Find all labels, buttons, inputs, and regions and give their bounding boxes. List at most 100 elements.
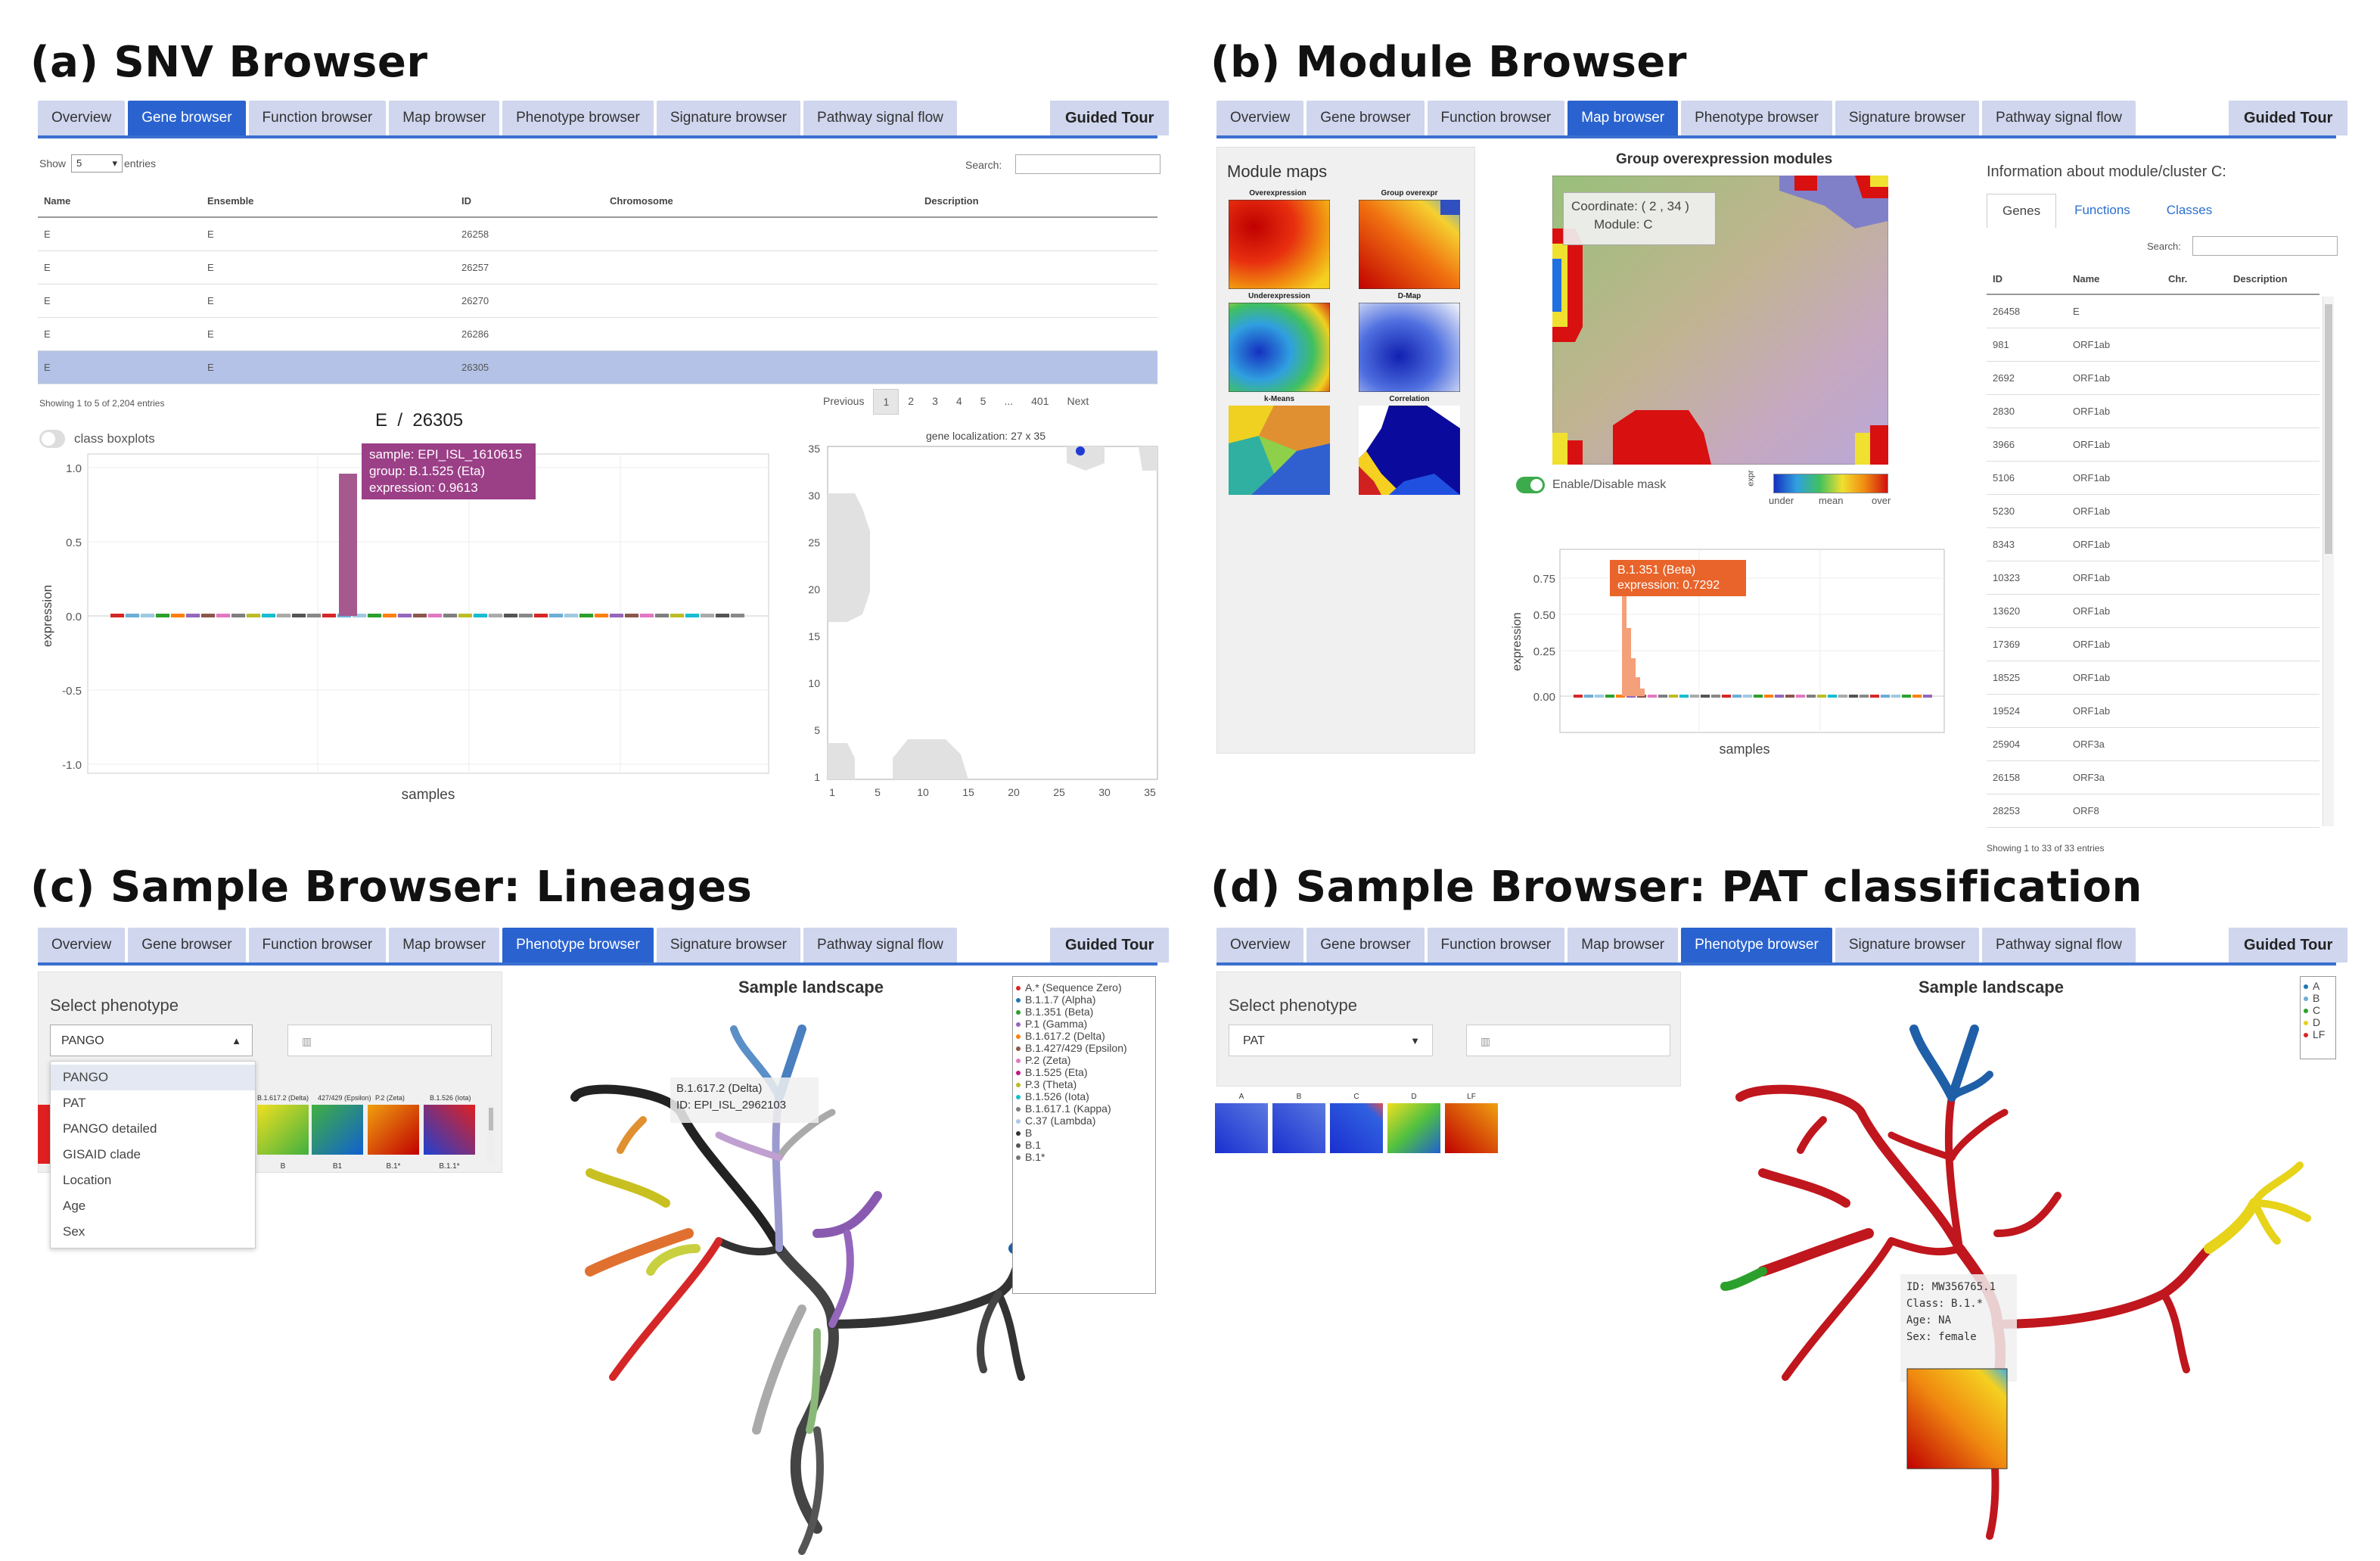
expression-bar[interactable] — [1849, 695, 1858, 698]
legend-item[interactable]: D — [2304, 1016, 2332, 1028]
class-boxplots-toggle[interactable] — [39, 430, 65, 448]
expression-bar[interactable] — [534, 614, 548, 617]
expression-bar[interactable] — [564, 614, 578, 617]
expression-bar[interactable] — [1595, 695, 1604, 698]
legend-item[interactable]: B.1.351 (Beta) — [1016, 1006, 1152, 1018]
expression-bar[interactable] — [1669, 695, 1678, 698]
guided-tour-button[interactable]: Guided Tour — [1050, 101, 1170, 135]
k-means-map[interactable] — [1229, 406, 1330, 495]
tab-pathway-signal-flow[interactable]: Pathway signal flow — [1982, 928, 2136, 962]
legend-item[interactable]: B — [1016, 1127, 1152, 1139]
tab-pathway-signal-flow[interactable]: Pathway signal flow — [803, 101, 957, 135]
expression-bar[interactable] — [1636, 677, 1640, 696]
expression-bar[interactable] — [201, 614, 215, 617]
expression-bar[interactable] — [1648, 695, 1657, 698]
legend-item[interactable]: A.* (Sequence Zero) — [1016, 981, 1152, 994]
underexpression-map[interactable] — [1229, 303, 1330, 392]
tab-phenotype-browser[interactable]: Phenotype browser — [1681, 928, 1832, 962]
expression-bar[interactable] — [277, 614, 291, 617]
group-overexpr-map[interactable] — [1359, 200, 1460, 289]
dropdown-option-location[interactable]: Location — [63, 1173, 112, 1187]
expression-bar[interactable] — [171, 614, 185, 617]
tab-function-browser[interactable]: Function browser — [1427, 101, 1565, 135]
expression-bar[interactable] — [1817, 695, 1826, 698]
legend-item[interactable]: C — [2304, 1004, 2332, 1016]
legend-item[interactable]: B.1.617.1 (Kappa) — [1016, 1102, 1152, 1115]
expression-bar[interactable] — [610, 614, 623, 617]
page-3[interactable]: 3 — [932, 395, 938, 407]
page-previous[interactable]: Previous — [823, 395, 865, 407]
overexpression-map[interactable] — [1229, 200, 1330, 289]
expression-bar[interactable] — [1860, 695, 1869, 698]
group-overexpression-map[interactable] — [1552, 176, 1888, 465]
expression-bar[interactable] — [1796, 695, 1805, 698]
filter-input-d[interactable]: ▥ — [1466, 1025, 1670, 1056]
col-description[interactable]: Description — [918, 185, 1157, 218]
tab-map-browser[interactable]: Map browser — [1568, 101, 1679, 135]
tab-pathway-signal-flow[interactable]: Pathway signal flow — [803, 928, 957, 962]
expression-bar[interactable] — [383, 614, 396, 617]
filter-input[interactable]: ▥ — [287, 1025, 492, 1056]
tab-overview[interactable]: Overview — [1216, 101, 1304, 135]
scrollbar-thumb[interactable] — [2325, 304, 2332, 554]
expression-bar[interactable] — [1923, 695, 1932, 698]
tab-gene-browser[interactable]: Gene browser — [1307, 101, 1425, 135]
expression-bar[interactable] — [1711, 695, 1720, 698]
expression-bar[interactable] — [1616, 695, 1625, 698]
expression-bar[interactable] — [428, 614, 442, 617]
expression-bar[interactable] — [398, 614, 412, 617]
legend-item[interactable]: B.1.526 (Iota) — [1016, 1090, 1152, 1102]
col-description[interactable]: Description — [2227, 263, 2319, 295]
tab-map-browser[interactable]: Map browser — [389, 101, 500, 135]
expression-bar[interactable] — [1640, 689, 1645, 696]
legend-item[interactable]: P.1 (Gamma) — [1016, 1018, 1152, 1030]
tab-phenotype-browser[interactable]: Phenotype browser — [502, 101, 654, 135]
expression-bar[interactable] — [231, 614, 245, 617]
expression-bar[interactable] — [1722, 695, 1731, 698]
expression-bar[interactable] — [186, 614, 200, 617]
tab-signature-browser[interactable]: Signature browser — [1835, 928, 1980, 962]
sample-landscape-pat[interactable] — [1710, 1006, 2330, 1559]
col-id[interactable]: ID — [1987, 263, 2067, 295]
expression-bar[interactable] — [1785, 695, 1794, 698]
expression-bar[interactable] — [1881, 695, 1890, 698]
expression-bar[interactable] — [443, 614, 457, 617]
expression-bar[interactable] — [1743, 695, 1752, 698]
expression-bar[interactable] — [1732, 695, 1742, 698]
table-scrollbar[interactable] — [2323, 297, 2334, 826]
expression-bar[interactable] — [307, 614, 321, 617]
dropdown-option-pat[interactable]: PAT — [63, 1096, 86, 1110]
tab-overview[interactable]: Overview — [38, 101, 126, 135]
expression-bar[interactable] — [247, 614, 260, 617]
expression-bar[interactable] — [504, 614, 517, 617]
expression-bar[interactable] — [413, 614, 427, 617]
col-name[interactable]: Name — [38, 185, 201, 218]
tab-gene-browser[interactable]: Gene browser — [128, 928, 246, 962]
expression-bar[interactable] — [1902, 695, 1911, 698]
tab-pathway-signal-flow[interactable]: Pathway signal flow — [1982, 101, 2136, 135]
guided-tour-button[interactable]: Guided Tour — [1050, 928, 1170, 962]
legend-item[interactable]: B.1* — [1016, 1151, 1152, 1163]
col-chr[interactable]: Chr. — [2162, 263, 2227, 295]
expression-bar[interactable] — [1828, 695, 1837, 698]
dropdown-option-pango[interactable]: PANGO — [51, 1065, 255, 1090]
expression-bar[interactable] — [716, 614, 729, 617]
col-name[interactable]: Name — [2067, 263, 2162, 295]
gene-location-marker[interactable] — [1076, 446, 1085, 456]
expression-bar[interactable] — [1584, 695, 1593, 698]
expression-bar[interactable] — [1870, 695, 1879, 698]
expression-bar[interactable] — [1574, 695, 1583, 698]
expression-bar[interactable] — [141, 614, 154, 617]
expression-bar[interactable] — [1764, 695, 1773, 698]
